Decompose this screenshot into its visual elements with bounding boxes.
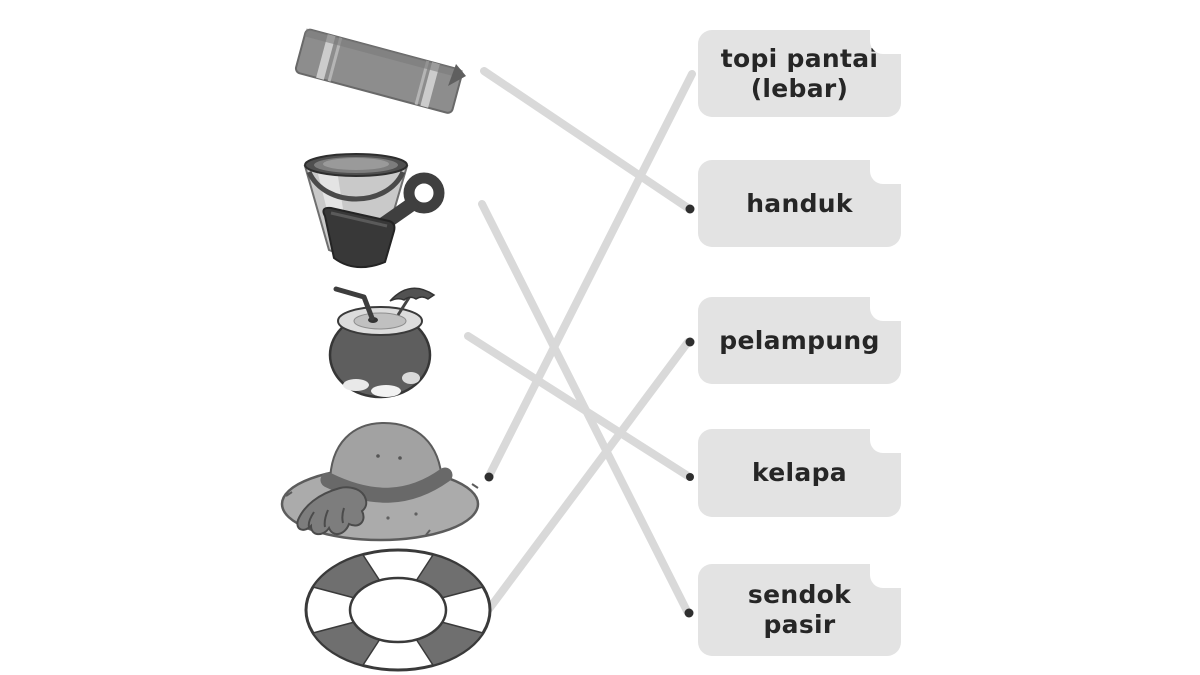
item-life-ring[interactable] — [303, 546, 495, 675]
label-text: pelampung — [719, 325, 880, 355]
label-sendok-pasir[interactable]: sendok pasir — [698, 561, 904, 656]
item-bucket-shovel[interactable] — [295, 150, 450, 274]
label-text: pasir — [763, 610, 836, 639]
item-coconut[interactable] — [310, 285, 460, 404]
match-line-ring-pelampung — [482, 338, 692, 617]
startpoint-dot-hat — [484, 472, 494, 482]
endpoint-dot-handuk — [685, 204, 695, 214]
label-text: sendok — [747, 580, 852, 609]
label-text: topi pantai — [720, 43, 879, 73]
label-text: handuk — [746, 188, 853, 218]
item-beach-hat[interactable] — [278, 418, 488, 550]
coconut-drink-icon — [328, 286, 436, 399]
match-line-coconut-kelapa — [464, 332, 692, 480]
label-kelapa[interactable]: kelapa — [698, 426, 904, 517]
sand-bucket-shovel-icon — [303, 153, 445, 269]
match-line-towel-handuk — [480, 67, 692, 212]
item-towel[interactable] — [288, 16, 473, 130]
endpoint-dot-pelampung — [685, 337, 695, 347]
life-ring-icon — [304, 548, 492, 672]
label-text: (lebar) — [750, 73, 849, 103]
label-handuk[interactable]: handuk — [698, 157, 904, 247]
label-pelampung[interactable]: pelampung — [698, 294, 904, 384]
wide-beach-hat-icon — [280, 421, 480, 542]
label-topi-pantai[interactable]: topi pantai (lebar) — [698, 27, 904, 117]
label-text: kelapa — [752, 458, 847, 487]
endpoint-dot-kelapa — [686, 473, 694, 481]
towel-icon — [294, 28, 466, 114]
match-line-hat-topi-pantai — [485, 70, 696, 480]
endpoint-dot-sendok — [684, 608, 694, 618]
